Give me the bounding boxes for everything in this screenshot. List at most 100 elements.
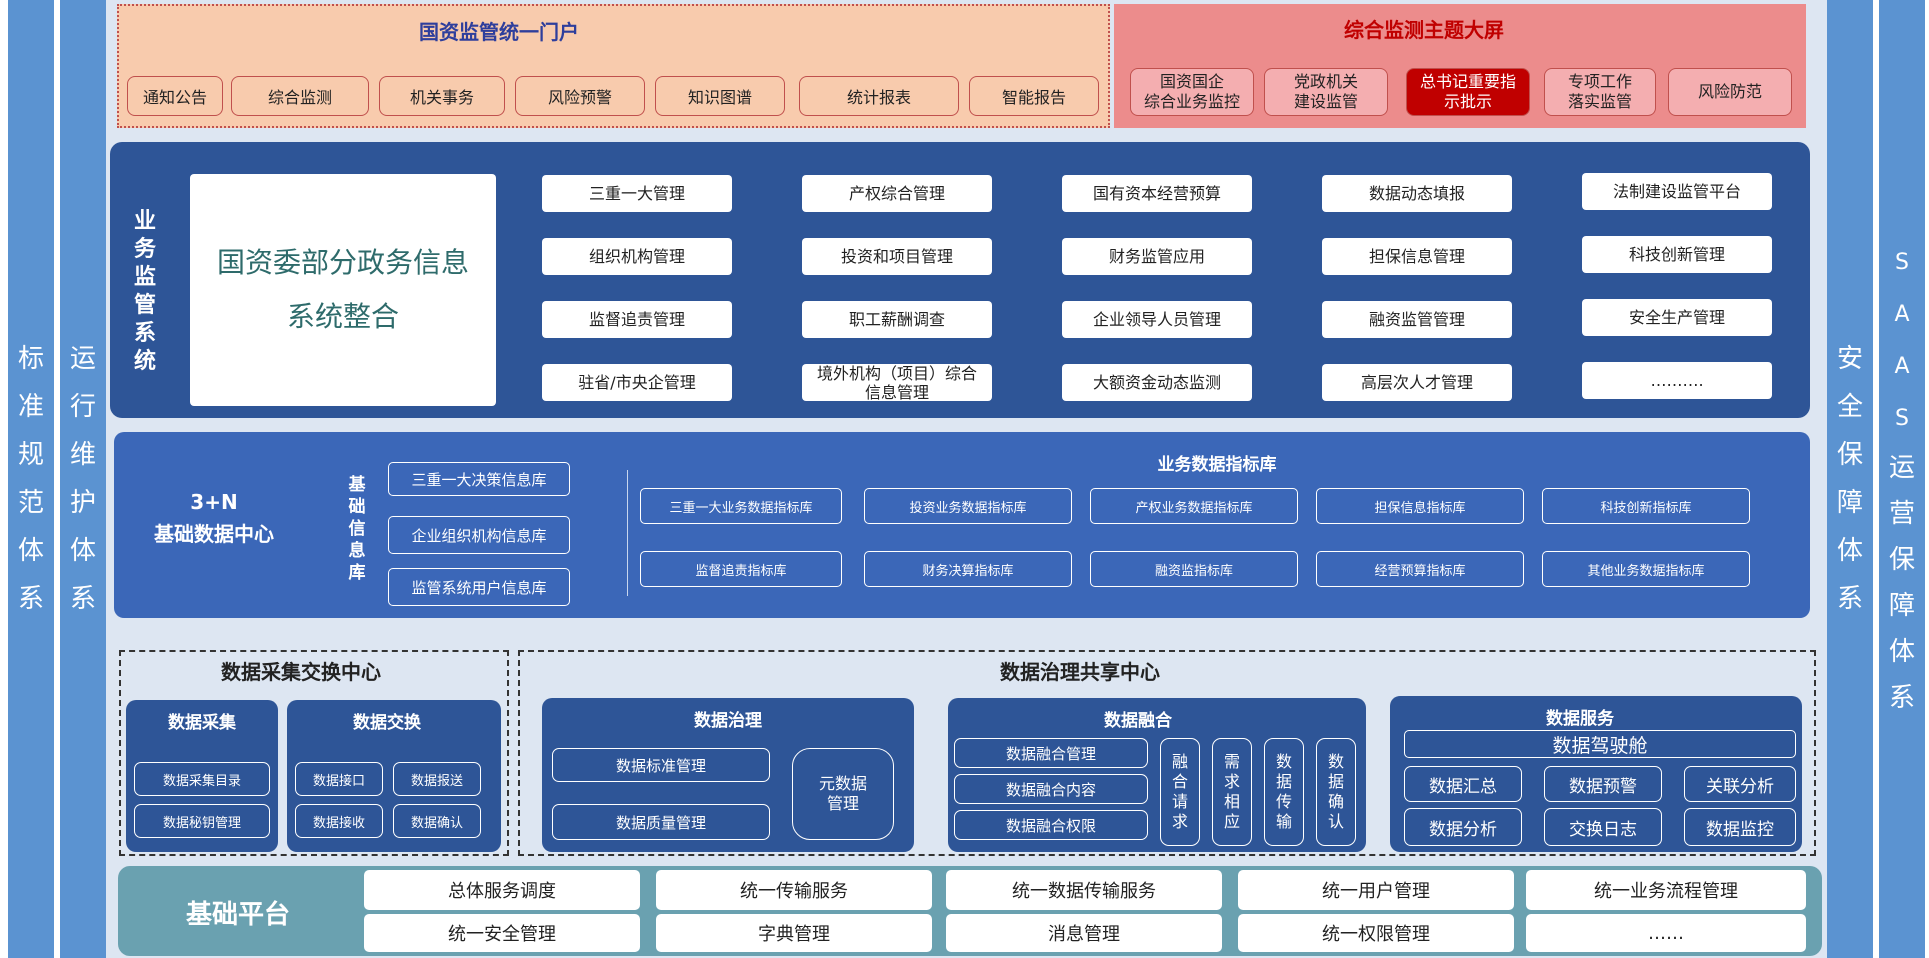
correlation-analysis[interactable]: 关联分析 (1684, 766, 1796, 802)
base-more[interactable]: …… (1526, 914, 1806, 952)
collect-title: 数据采集 (168, 713, 236, 733)
idx-investment[interactable]: 投资业务数据指标库 (864, 488, 1072, 524)
portal-item-report[interactable]: 智能报告 (969, 76, 1099, 116)
portal-item-notice[interactable]: 通知公告 (127, 76, 223, 116)
biz-safety-mgmt[interactable]: 安全生产管理 (1582, 299, 1772, 336)
collect-key-mgmt[interactable]: 数据秘钥管理 (134, 804, 270, 838)
base-data-transfer-service[interactable]: 统一数据传输服务 (946, 870, 1222, 910)
screen-item-soe[interactable]: 国资国企综合业务监控 (1130, 68, 1254, 116)
biz-data-filling[interactable]: 数据动态填报 (1322, 175, 1512, 212)
base-security-mgmt[interactable]: 统一安全管理 (364, 914, 640, 952)
data-quality-mgmt[interactable]: 数据质量管理 (552, 804, 770, 840)
standard-system-column: 标准规范体系 (8, 0, 54, 958)
base-permission-mgmt[interactable]: 统一权限管理 (1238, 914, 1514, 952)
biz-innovation-mgmt[interactable]: 科技创新管理 (1582, 236, 1772, 273)
base-message-mgmt[interactable]: 消息管理 (946, 914, 1222, 952)
data-confirm[interactable]: 数据确认 (1316, 738, 1356, 846)
idx-innovation[interactable]: 科技创新指标库 (1542, 488, 1750, 524)
fusion-content[interactable]: 数据融合内容 (954, 774, 1148, 804)
fusion-box: 数据融合 数据融合管理 数据融合内容 数据融合权限 融合请求 需求相应 数据传输… (948, 698, 1366, 852)
exchange-title: 数据交换 (353, 713, 421, 733)
base-user-mgmt[interactable]: 统一用户管理 (1238, 870, 1514, 910)
biz-salary-survey[interactable]: 职工薪酬调查 (802, 301, 992, 338)
exchange-log[interactable]: 交换日志 (1544, 808, 1662, 846)
lib-sanzhong[interactable]: 三重一大决策信息库 (388, 462, 570, 496)
service-box: 数据服务 数据驾驶舱 数据汇总 数据预警 关联分析 数据分析 交换日志 数据监控 (1390, 696, 1802, 852)
base-dictionary-mgmt[interactable]: 字典管理 (656, 914, 932, 952)
governance-title: 数据治理 (694, 711, 762, 731)
demand-response[interactable]: 需求相应 (1212, 738, 1252, 846)
screen-item-party[interactable]: 党政机关建设监管 (1264, 68, 1388, 116)
data-transfer[interactable]: 数据传输 (1264, 738, 1304, 846)
base-transfer-service[interactable]: 统一传输服务 (656, 870, 932, 910)
portal-item-affairs[interactable]: 机关事务 (379, 76, 505, 116)
biz-org-mgmt[interactable]: 组织机构管理 (542, 238, 732, 275)
biz-accountability-mgmt[interactable]: 监督追责管理 (542, 301, 732, 338)
data-summary[interactable]: 数据汇总 (1404, 766, 1522, 802)
biz-guarantee-mgmt[interactable]: 担保信息管理 (1322, 238, 1512, 275)
exchange-confirm[interactable]: 数据确认 (393, 804, 481, 838)
screen-panel: 综合监测主题大屏 国资国企综合业务监控 党政机关建设监管 总书记重要指示批示 专… (1114, 4, 1806, 128)
fusion-mgmt[interactable]: 数据融合管理 (954, 738, 1148, 768)
idx-sanzhong[interactable]: 三重一大业务数据指标库 (640, 488, 842, 524)
data-standard-mgmt[interactable]: 数据标准管理 (552, 748, 770, 782)
fusion-permission[interactable]: 数据融合权限 (954, 810, 1148, 840)
data-cockpit[interactable]: 数据驾驶舱 (1404, 730, 1796, 758)
governance-box: 数据治理 数据标准管理 数据质量管理 元数据管理 (542, 698, 914, 852)
biz-overseas-mgmt[interactable]: 境外机构（项目）综合信息管理 (802, 364, 992, 402)
portal-item-knowledge[interactable]: 知识图谱 (655, 76, 785, 116)
collect-box: 数据采集 数据采集目录 数据秘钥管理 (126, 700, 278, 852)
base-workflow-mgmt[interactable]: 统一业务流程管理 (1526, 870, 1806, 910)
screen-item-special[interactable]: 专项工作落实监管 (1544, 68, 1656, 116)
collect-catalog[interactable]: 数据采集目录 (134, 762, 270, 796)
divider-line (627, 470, 628, 596)
portal-item-stats[interactable]: 统计报表 (799, 76, 959, 116)
exchange-interface[interactable]: 数据接口 (295, 762, 383, 796)
biz-financing-mgmt[interactable]: 融资监管管理 (1322, 301, 1512, 338)
governance-center-title: 数据治理共享中心 (1000, 660, 1160, 684)
fusion-request[interactable]: 融合请求 (1160, 738, 1200, 846)
idx-operating-budget[interactable]: 经营预算指标库 (1316, 551, 1524, 587)
biz-finance-app[interactable]: 财务监管应用 (1062, 238, 1252, 275)
idx-guarantee[interactable]: 担保信息指标库 (1316, 488, 1524, 524)
biz-legal-platform[interactable]: 法制建设监管平台 (1582, 173, 1772, 210)
biz-sanzhong-mgmt[interactable]: 三重一大管理 (542, 175, 732, 212)
portal-item-monitor[interactable]: 综合监测 (231, 76, 369, 116)
base-platform-title: 基础平台 (185, 900, 290, 930)
biz-leaders-mgmt[interactable]: 企业领导人员管理 (1062, 301, 1252, 338)
metadata-mgmt[interactable]: 元数据管理 (792, 748, 894, 840)
base-service-dispatch[interactable]: 总体服务调度 (364, 870, 640, 910)
biz-property-mgmt[interactable]: 产权综合管理 (802, 175, 992, 212)
portal-title: 国资监管统一门户 (419, 20, 579, 44)
idx-financing[interactable]: 融资监指标库 (1090, 551, 1298, 587)
portal-panel: 国资监管统一门户 通知公告 综合监测 机关事务 风险预警 知识图谱 统计报表 智… (117, 4, 1110, 128)
data-alert[interactable]: 数据预警 (1544, 766, 1662, 802)
exchange-receive[interactable]: 数据接收 (295, 804, 383, 838)
biz-talent-mgmt[interactable]: 高层次人才管理 (1322, 364, 1512, 401)
idx-property[interactable]: 产权业务数据指标库 (1090, 488, 1298, 524)
screen-item-risk[interactable]: 风险防范 (1668, 68, 1792, 116)
index-lib-title: 业务数据指标库 (1157, 455, 1277, 475)
biz-fund-monitor[interactable]: 大额资金动态监测 (1062, 364, 1252, 401)
idx-final-accounts[interactable]: 财务决算指标库 (864, 551, 1072, 587)
exchange-submit[interactable]: 数据报送 (393, 762, 481, 796)
collect-exchange-title: 数据采集交换中心 (221, 660, 381, 684)
biz-investment-mgmt[interactable]: 投资和项目管理 (802, 238, 992, 275)
base-platform-panel: 基础平台 总体服务调度 统一传输服务 统一数据传输服务 统一用户管理 统一业务流… (118, 866, 1822, 956)
service-title: 数据服务 (1546, 709, 1614, 729)
idx-other[interactable]: 其他业务数据指标库 (1542, 551, 1750, 587)
fusion-title: 数据融合 (1104, 711, 1172, 731)
data-monitor[interactable]: 数据监控 (1684, 808, 1796, 846)
biz-more[interactable]: ………. (1582, 362, 1772, 399)
data-analysis[interactable]: 数据分析 (1404, 808, 1522, 846)
biz-central-soe-mgmt[interactable]: 驻省/市央企管理 (542, 364, 732, 401)
biz-capital-budget[interactable]: 国有资本经营预算 (1062, 175, 1252, 212)
lib-org[interactable]: 企业组织机构信息库 (388, 516, 570, 554)
screen-item-instructions[interactable]: 总书记重要指示批示 (1406, 68, 1530, 116)
lib-users[interactable]: 监管系统用户信息库 (388, 568, 570, 606)
idx-accountability[interactable]: 监督追责指标库 (640, 551, 842, 587)
base-info-lib-label: 基础信息库 (348, 475, 366, 583)
portal-item-risk[interactable]: 风险预警 (515, 76, 645, 116)
